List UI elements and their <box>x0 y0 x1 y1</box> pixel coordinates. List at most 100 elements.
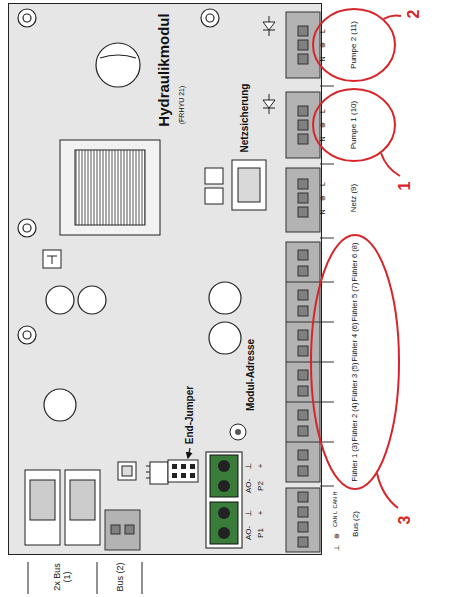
pin-label: ⊥ <box>333 545 340 551</box>
pin-label: L <box>319 109 326 113</box>
pin-label: ⊥ <box>245 463 253 470</box>
pin-label: P1 <box>257 528 265 538</box>
pin-label: N <box>319 56 326 61</box>
relay <box>43 250 61 268</box>
mounting-hole <box>18 9 219 344</box>
terminal-pin <box>298 207 308 217</box>
triac-symbol <box>263 16 275 114</box>
terminal-pin <box>298 290 308 300</box>
analog-output-terminal <box>210 502 238 544</box>
transformer <box>75 150 145 225</box>
pin-label: + <box>257 464 265 469</box>
terminal-block <box>286 92 320 158</box>
pin-label: ⊥ <box>245 510 253 517</box>
terminal-pin <box>298 266 308 276</box>
terminal-pin <box>298 106 308 116</box>
part-label: Modul-Adresse <box>246 339 256 411</box>
relay <box>47 256 57 264</box>
buzzer <box>96 43 140 87</box>
circuit-board: Hydraulikmodul(FRHYU 21) <box>8 3 322 555</box>
terminal-pin <box>298 370 308 380</box>
analog-output-terminal <box>218 480 230 492</box>
terminal-pin <box>298 120 308 130</box>
pin-label: L <box>319 182 326 186</box>
capacitor <box>209 282 241 314</box>
mounting-hole <box>206 14 214 22</box>
callout-number: 1 <box>397 182 413 191</box>
terminal-divider <box>320 362 334 363</box>
terminal-label: Fühler 2 (4) <box>351 403 359 442</box>
mounting-hole <box>18 9 36 27</box>
chip <box>118 462 172 484</box>
terminal-divider <box>286 402 320 403</box>
terminal-block <box>286 242 320 482</box>
terminal-divider <box>320 442 334 443</box>
chip <box>118 462 136 480</box>
connector-label: Bus (2) <box>116 562 125 591</box>
jumper <box>181 473 186 478</box>
jumper <box>172 464 177 469</box>
terminal-label: Fühler 6 (8) <box>351 243 359 282</box>
circuit-board <box>8 3 322 555</box>
rj45-jack <box>25 470 60 545</box>
mounting-hole <box>18 326 36 344</box>
terminal-divider <box>286 442 320 443</box>
pin-label: CAN L <box>333 511 339 527</box>
pin-label: ⊕ <box>319 195 326 201</box>
terminal-label: Pumpe 2 (11) <box>350 21 358 69</box>
jumper <box>181 464 186 469</box>
ellipse-outline <box>311 235 399 489</box>
mounting-hole <box>18 219 36 237</box>
capacitor <box>209 322 241 354</box>
terminal-divider <box>320 238 334 239</box>
terminal-label: Fühler 3 (5) <box>351 363 359 402</box>
terminal-label: Bus (2) <box>352 511 360 537</box>
callout-number: 2 <box>406 10 422 19</box>
terminal-pin <box>298 179 308 189</box>
rj45-jack <box>70 480 95 520</box>
capacitor <box>44 389 76 421</box>
terminal-block <box>286 12 320 78</box>
pin-label: ⊕ <box>319 122 326 128</box>
bracket-line <box>142 562 143 594</box>
chip <box>122 466 132 476</box>
pin-label: N <box>319 209 326 214</box>
terminal-divider <box>320 322 334 323</box>
bracket-line <box>28 562 29 594</box>
terminal-label: Fühler 5 (7) <box>351 283 359 322</box>
mounting-hole <box>23 224 31 232</box>
terminal-pin <box>298 507 308 517</box>
terminal-label: Fühler 1 (3) <box>351 443 359 482</box>
triac-symbol <box>263 16 275 36</box>
ellipse-outline <box>313 89 395 161</box>
terminal-divider <box>320 86 334 87</box>
terminal-pin <box>298 386 308 396</box>
terminal-divider <box>320 164 334 165</box>
terminal-block <box>105 12 320 552</box>
terminal-pin <box>298 410 308 420</box>
terminal-block <box>105 510 140 550</box>
optocoupler <box>205 168 223 184</box>
capacitor <box>78 286 106 314</box>
pin-label: AO- <box>245 526 253 540</box>
highlight-ellipse: Fühler 6 (8)Fühler 5 (7)Fühler 4 (6)Fühl… <box>310 234 400 490</box>
transformer <box>60 140 160 235</box>
analog-output-terminal <box>218 460 230 472</box>
part-label: Netzsicherung <box>240 84 250 153</box>
terminal-pin <box>298 26 308 36</box>
analog-output-terminal <box>210 455 238 497</box>
rj45-jack <box>30 480 55 520</box>
pin-label: P2 <box>257 481 265 491</box>
jumper <box>168 448 198 482</box>
terminal-pin <box>298 466 308 476</box>
buzzer <box>96 43 140 87</box>
terminal-label: Netz (9) <box>350 184 358 212</box>
leader-line <box>381 153 400 176</box>
relay <box>43 250 61 268</box>
terminal-block <box>286 168 320 232</box>
terminal-pin <box>298 250 308 260</box>
fuse-holder <box>232 160 266 210</box>
pin-label: ⊕ <box>333 533 340 539</box>
triac-symbol <box>263 94 275 114</box>
mounting-hole <box>23 14 31 22</box>
